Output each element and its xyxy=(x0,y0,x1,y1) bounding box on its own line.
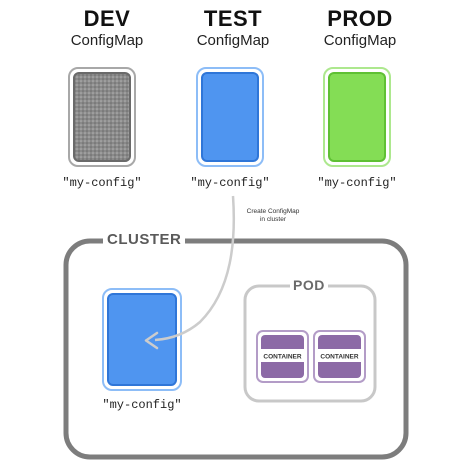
configmap-card-test xyxy=(196,67,264,167)
cluster-boundary xyxy=(63,238,409,460)
arrow-annotation-line-1: Create ConfigMap xyxy=(246,208,300,215)
configmap-name-test: "my-config" xyxy=(190,176,270,190)
container-label-2: CONTAINER xyxy=(320,354,358,361)
configmap-name-dev: "my-config" xyxy=(62,176,142,190)
create-arrowhead xyxy=(144,331,159,350)
configmap-card-prod xyxy=(323,67,391,167)
env-title-prod: PROD xyxy=(327,6,393,31)
configmap-name-prod: "my-config" xyxy=(317,176,397,190)
container-box-2: CONTAINER xyxy=(313,330,366,383)
pod-title: POD xyxy=(290,277,328,293)
arrow-annotation: Create ConfigMap in cluster xyxy=(233,208,313,224)
cluster-title: CLUSTER xyxy=(103,231,186,248)
env-title-dev: DEV xyxy=(83,6,131,31)
container-label-1: CONTAINER xyxy=(263,354,301,361)
env-title-test: TEST xyxy=(203,6,263,31)
configmap-card-cluster xyxy=(102,288,182,391)
container-box-1: CONTAINER xyxy=(256,330,309,383)
env-subtitle-dev: ConfigMap xyxy=(70,32,144,49)
env-subtitle-prod: ConfigMap xyxy=(323,32,397,49)
configmap-card-dev xyxy=(68,67,136,167)
create-arrow xyxy=(154,195,236,342)
configmap-name-cluster: "my-config" xyxy=(102,398,182,412)
arrow-annotation-line-2: in cluster xyxy=(259,216,286,223)
env-subtitle-test: ConfigMap xyxy=(196,32,270,49)
